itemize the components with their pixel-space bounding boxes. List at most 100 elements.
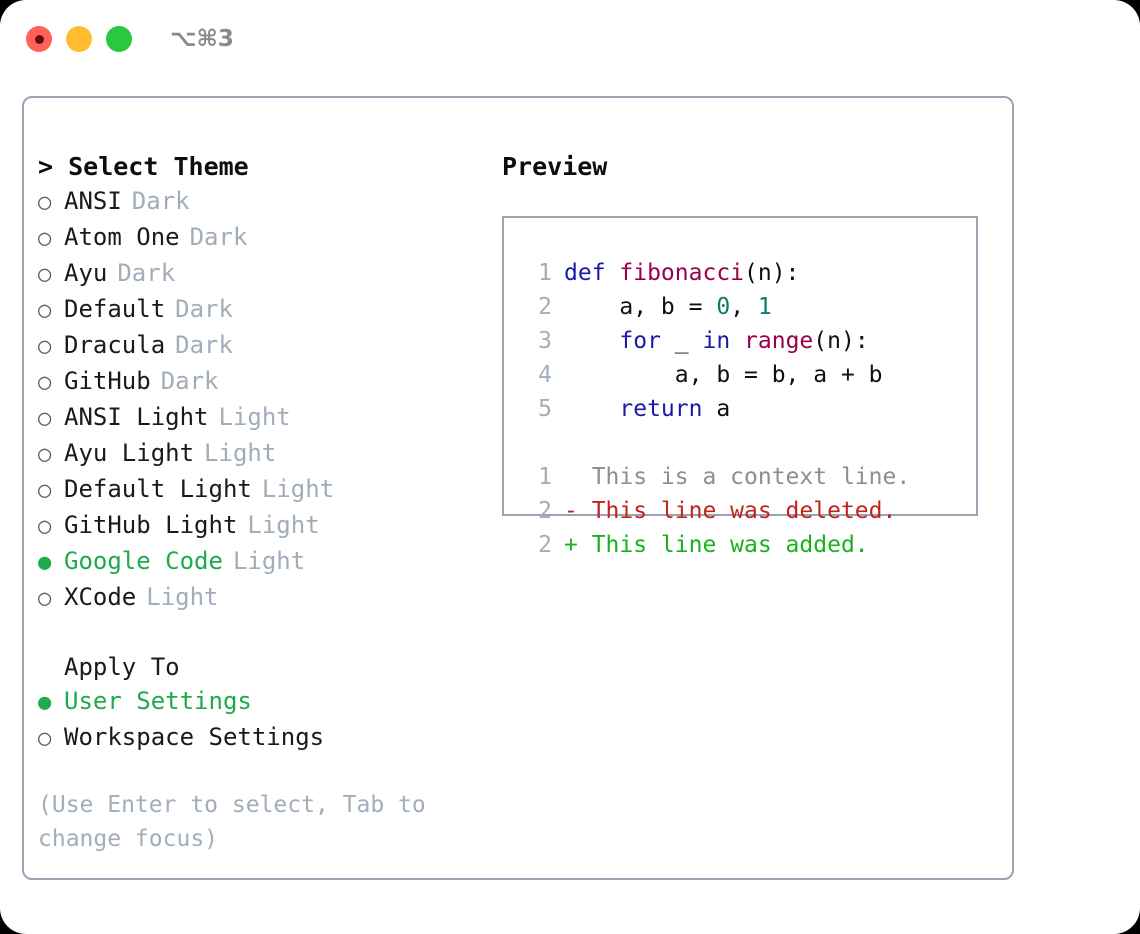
theme-option-mode: Dark: [131, 187, 190, 215]
theme-option-label: Default Light: [64, 475, 252, 503]
theme-option-label: GitHub: [64, 367, 151, 395]
radio-unselected-icon: ○: [38, 334, 52, 359]
theme-option-github[interactable]: ○ GitHub Dark: [38, 364, 498, 400]
section-spacer: [38, 616, 498, 650]
close-button[interactable]: [26, 26, 52, 52]
code-token-pln: [730, 328, 744, 354]
theme-option-label: Ayu Light: [64, 439, 195, 467]
radio-unselected-icon: ○: [38, 298, 52, 323]
code-token-pln: a, b = b, a + b: [564, 362, 883, 388]
diff-line-text: - This line was deleted.: [564, 498, 897, 524]
diff-line-text: This is a context line.: [564, 464, 911, 490]
line-number: 2: [538, 498, 552, 524]
theme-option-mode: Dark: [117, 259, 176, 287]
preview-title: Preview: [502, 152, 608, 181]
code-token-pln: (n):: [813, 328, 869, 354]
theme-option-google-code[interactable]: ● Google Code Light: [38, 544, 498, 580]
code-token-fn: range: [744, 328, 814, 354]
line-number: 4: [538, 362, 552, 388]
code-token-kw: def: [564, 260, 620, 286]
apply-to-option-user-settings[interactable]: ●User Settings: [38, 684, 498, 720]
theme-option-label: Dracula: [64, 331, 166, 359]
code-token-pln: a, b =: [564, 294, 717, 320]
line-number: 3: [538, 328, 552, 354]
apply-to-options[interactable]: ●User Settings○Workspace Settings: [38, 684, 498, 756]
window-controls: [26, 26, 132, 52]
line-number: 2: [538, 532, 552, 558]
diff-line-add: 2 + This line was added.: [522, 528, 976, 562]
code-diff-separator: [522, 426, 976, 460]
close-icon: [34, 34, 44, 44]
code-token-kw: in: [702, 328, 731, 354]
theme-option-xcode[interactable]: ○ XCode Light: [38, 580, 498, 616]
radio-selected-icon: ●: [38, 550, 52, 575]
theme-list-header: > Select Theme: [38, 152, 249, 181]
code-token-pln: [564, 396, 619, 422]
code-token-pln: (n):: [744, 260, 800, 286]
radio-unselected-icon: ○: [38, 406, 52, 431]
title-bar: ⌥⌘3: [0, 0, 1140, 78]
diff-line-text: + This line was added.: [564, 532, 869, 558]
code-line: 2 a, b = 0, 1: [522, 290, 976, 324]
code-line-text: for _ in range(n):: [564, 324, 869, 358]
diff-line-del: 2 - This line was deleted.: [522, 494, 976, 528]
diff-line-ctx: 1 This is a context line.: [522, 460, 976, 494]
code-token-pln: a: [702, 396, 731, 422]
theme-option-mode: Light: [204, 439, 277, 467]
code-token-num: 0: [716, 294, 731, 320]
code-token-fn: fibonacci: [619, 260, 745, 286]
apply-to-option-workspace-settings[interactable]: ○Workspace Settings: [38, 720, 498, 756]
theme-option-mode: Light: [146, 583, 219, 611]
minimize-button[interactable]: [66, 26, 92, 52]
code-token-pln: ,: [730, 294, 758, 320]
code-line-text: a, b = b, a + b: [564, 358, 883, 392]
radio-unselected-icon: ○: [38, 226, 52, 251]
apply-to-label: Apply To: [64, 653, 180, 681]
code-token-pln: [564, 328, 619, 354]
theme-option-label: XCode: [64, 583, 137, 611]
theme-option-github-light[interactable]: ○ GitHub Light Light: [38, 508, 498, 544]
theme-option-label: ANSI: [64, 187, 122, 215]
theme-option-mode: Light: [232, 547, 306, 575]
radio-unselected-icon: ○: [38, 370, 52, 395]
theme-option-mode: Light: [247, 511, 320, 539]
radio-unselected-icon: ○: [38, 262, 52, 287]
theme-option-label: GitHub Light: [64, 511, 238, 539]
code-token-num: 1: [757, 294, 772, 320]
theme-option-default-light[interactable]: ○ Default Light Light: [38, 472, 498, 508]
radio-unselected-icon: ○: [38, 478, 52, 503]
theme-option-ansi[interactable]: ○ ANSI Dark: [38, 184, 498, 220]
radio-unselected-icon: ○: [38, 514, 52, 539]
code-line: 3 for _ in range(n):: [522, 324, 976, 358]
line-number: 2: [538, 294, 552, 320]
code-line-text: return a: [564, 392, 730, 426]
diff-sample: 1 This is a context line. 2 - This line wa…: [522, 460, 976, 562]
theme-option-mode: Dark: [175, 331, 233, 359]
keyboard-shortcut-label: ⌥⌘3: [170, 26, 234, 52]
code-token-kw: for: [619, 328, 661, 354]
theme-option-dracula[interactable]: ○ Dracula Dark: [38, 328, 498, 364]
theme-option-mode: Dark: [160, 367, 219, 395]
radio-unselected-icon: ○: [38, 586, 52, 611]
radio-unselected-icon: ○: [38, 726, 52, 751]
radio-unselected-icon: ○: [38, 190, 52, 215]
theme-option-mode: Light: [218, 403, 291, 431]
code-line-text: a, b = 0, 1: [564, 290, 772, 324]
maximize-button[interactable]: [106, 26, 132, 52]
keyboard-hint: (Use Enter to select, Tab to change focu…: [38, 792, 440, 852]
theme-option-mode: Light: [261, 475, 335, 503]
apply-to-option-label: User Settings: [64, 687, 252, 715]
theme-option-label: Google Code: [64, 547, 223, 575]
